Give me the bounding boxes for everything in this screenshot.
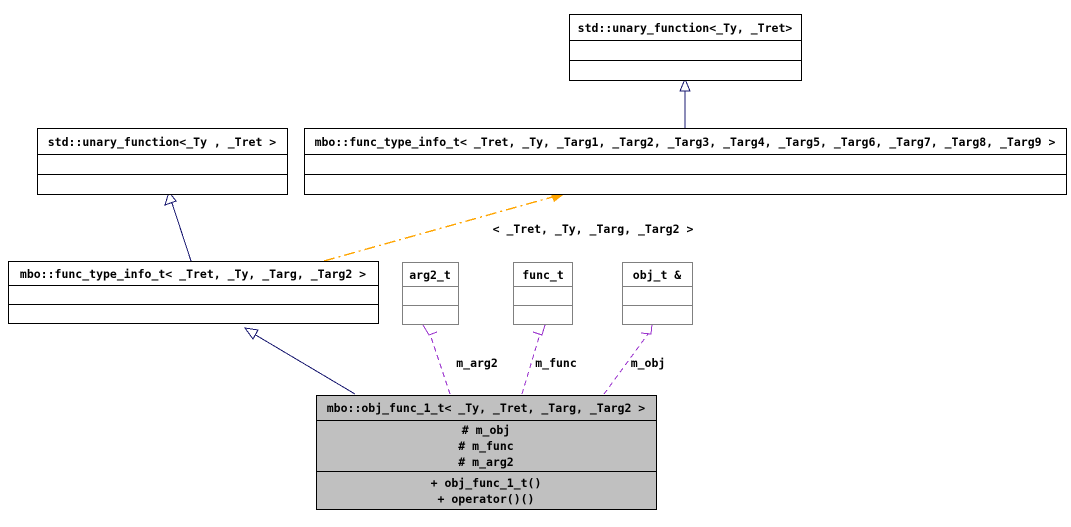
edge-inheritance-to-left-unary-function [164,190,192,262]
class-title: mbo::func_type_info_t< _Tret, _Ty, _Targ… [20,267,366,282]
edge-usage-m-arg2 [422,324,451,395]
class-title: mbo::obj_func_1_t< _Ty, _Tret, _Targ, _T… [327,401,646,416]
class-attribute: # m_func [458,439,513,454]
class-box-func-t[interactable]: func_t [513,262,573,325]
class-box-std-unary-function-top[interactable]: std::unary_function<_Ty, _Tret> [569,14,802,81]
class-box-std-unary-function-left[interactable]: std::unary_function<_Ty , _Tret > [37,128,288,195]
class-operation: + operator()() [438,492,535,506]
edge-usage-m-func [521,324,546,395]
edge-inheritance-to-func-type-info-partial [243,327,356,395]
edge-usage-m-obj [603,323,653,395]
class-attribute: # m_arg2 [458,455,513,470]
edge-label-m-func: m_func [535,356,577,371]
edge-label-m-obj: m_obj [631,356,666,371]
class-title: std::unary_function<_Ty, _Tret> [578,21,793,36]
class-title: mbo::func_type_info_t< _Tret, _Ty, _Targ… [315,135,1056,150]
class-box-func-type-info-t-partial[interactable]: mbo::func_type_info_t< _Tret, _Ty, _Targ… [8,261,379,324]
class-title: std::unary_function<_Ty , _Tret > [48,135,277,150]
class-title: obj_t & [633,268,682,283]
edge-label-m-arg2: m_arg2 [456,356,498,371]
edge-label-instantiation: < _Tret, _Ty, _Targ, _Targ2 > [493,222,694,237]
class-title: arg2_t [409,268,451,283]
class-box-func-type-info-t-full[interactable]: mbo::func_type_info_t< _Tret, _Ty, _Targ… [304,128,1067,195]
class-attribute: # m_obj [462,423,510,438]
class-operation: + obj_func_1_t() [431,476,542,491]
class-box-obj-t-ref[interactable]: obj_t & [622,262,693,325]
class-box-obj-func-1-t[interactable]: mbo::obj_func_1_t< _Ty, _Tret, _Targ, _T… [316,395,657,510]
class-title: func_t [522,268,564,283]
class-box-arg2-t[interactable]: arg2_t [402,262,459,325]
edge-inheritance-to-top-unary-function [679,77,691,134]
